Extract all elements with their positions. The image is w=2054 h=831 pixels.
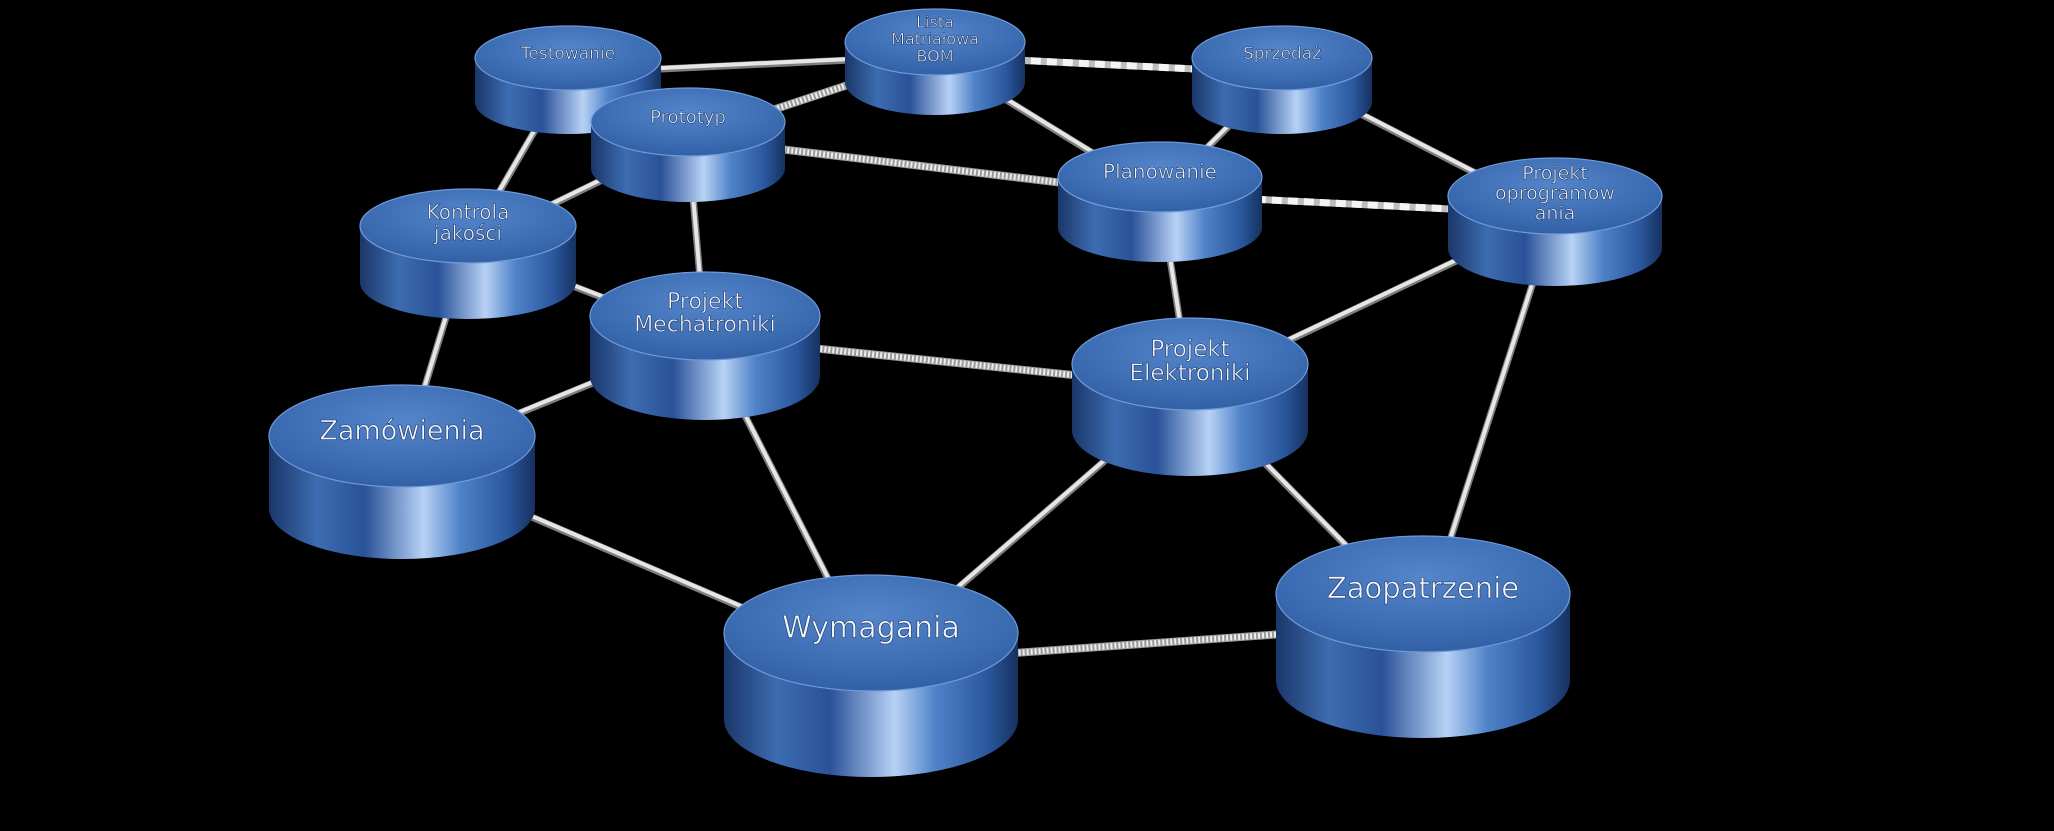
node-label: BOM <box>916 46 953 65</box>
node-label: jakości <box>433 221 502 245</box>
disc-top <box>1071 317 1309 411</box>
node-label: Testowanie <box>520 44 615 64</box>
disc-top <box>1447 157 1663 235</box>
disc-top <box>1275 535 1571 653</box>
node-label: Projekt <box>667 289 743 314</box>
node-label: Lista <box>916 13 954 32</box>
node-label: Projekt <box>1522 163 1588 185</box>
node-wymagania: Wymagania <box>723 574 1019 777</box>
node-label: Wymagania <box>782 611 960 646</box>
node-label: Matriałowa <box>891 30 979 49</box>
node-sprzedaz: Sprzedaż <box>1191 25 1373 134</box>
node-prototyp: Prototyp <box>590 87 786 202</box>
node-label: Sprzedaż <box>1243 44 1321 64</box>
node-label: Planowanie <box>1103 160 1217 184</box>
node-zaopatrzenie: Zaopatrzenie <box>1275 535 1571 738</box>
node-label: Elektroniki <box>1129 361 1250 387</box>
node-label: Prototyp <box>650 107 726 128</box>
node-zamowienia: Zamówienia <box>268 384 536 559</box>
node-label: Mechatroniki <box>634 313 776 338</box>
disc-top <box>589 271 821 361</box>
node-label: Zamówienia <box>319 416 484 447</box>
node-label: oprogramow <box>1495 183 1615 205</box>
node-label: Zaopatrzenie <box>1327 571 1519 605</box>
node-label: Kontrola <box>427 200 510 224</box>
disc-top <box>590 87 786 157</box>
node-planowanie: Planowanie <box>1057 141 1263 262</box>
node-label: ania <box>1535 202 1576 224</box>
disc-top <box>359 188 577 264</box>
disc-top <box>1191 25 1373 91</box>
disc-top <box>474 25 662 91</box>
node-label: Projekt <box>1150 336 1229 362</box>
disc-top <box>723 574 1019 692</box>
disc-top <box>268 384 536 488</box>
disc-top <box>1057 141 1263 213</box>
disc-top <box>844 8 1026 76</box>
